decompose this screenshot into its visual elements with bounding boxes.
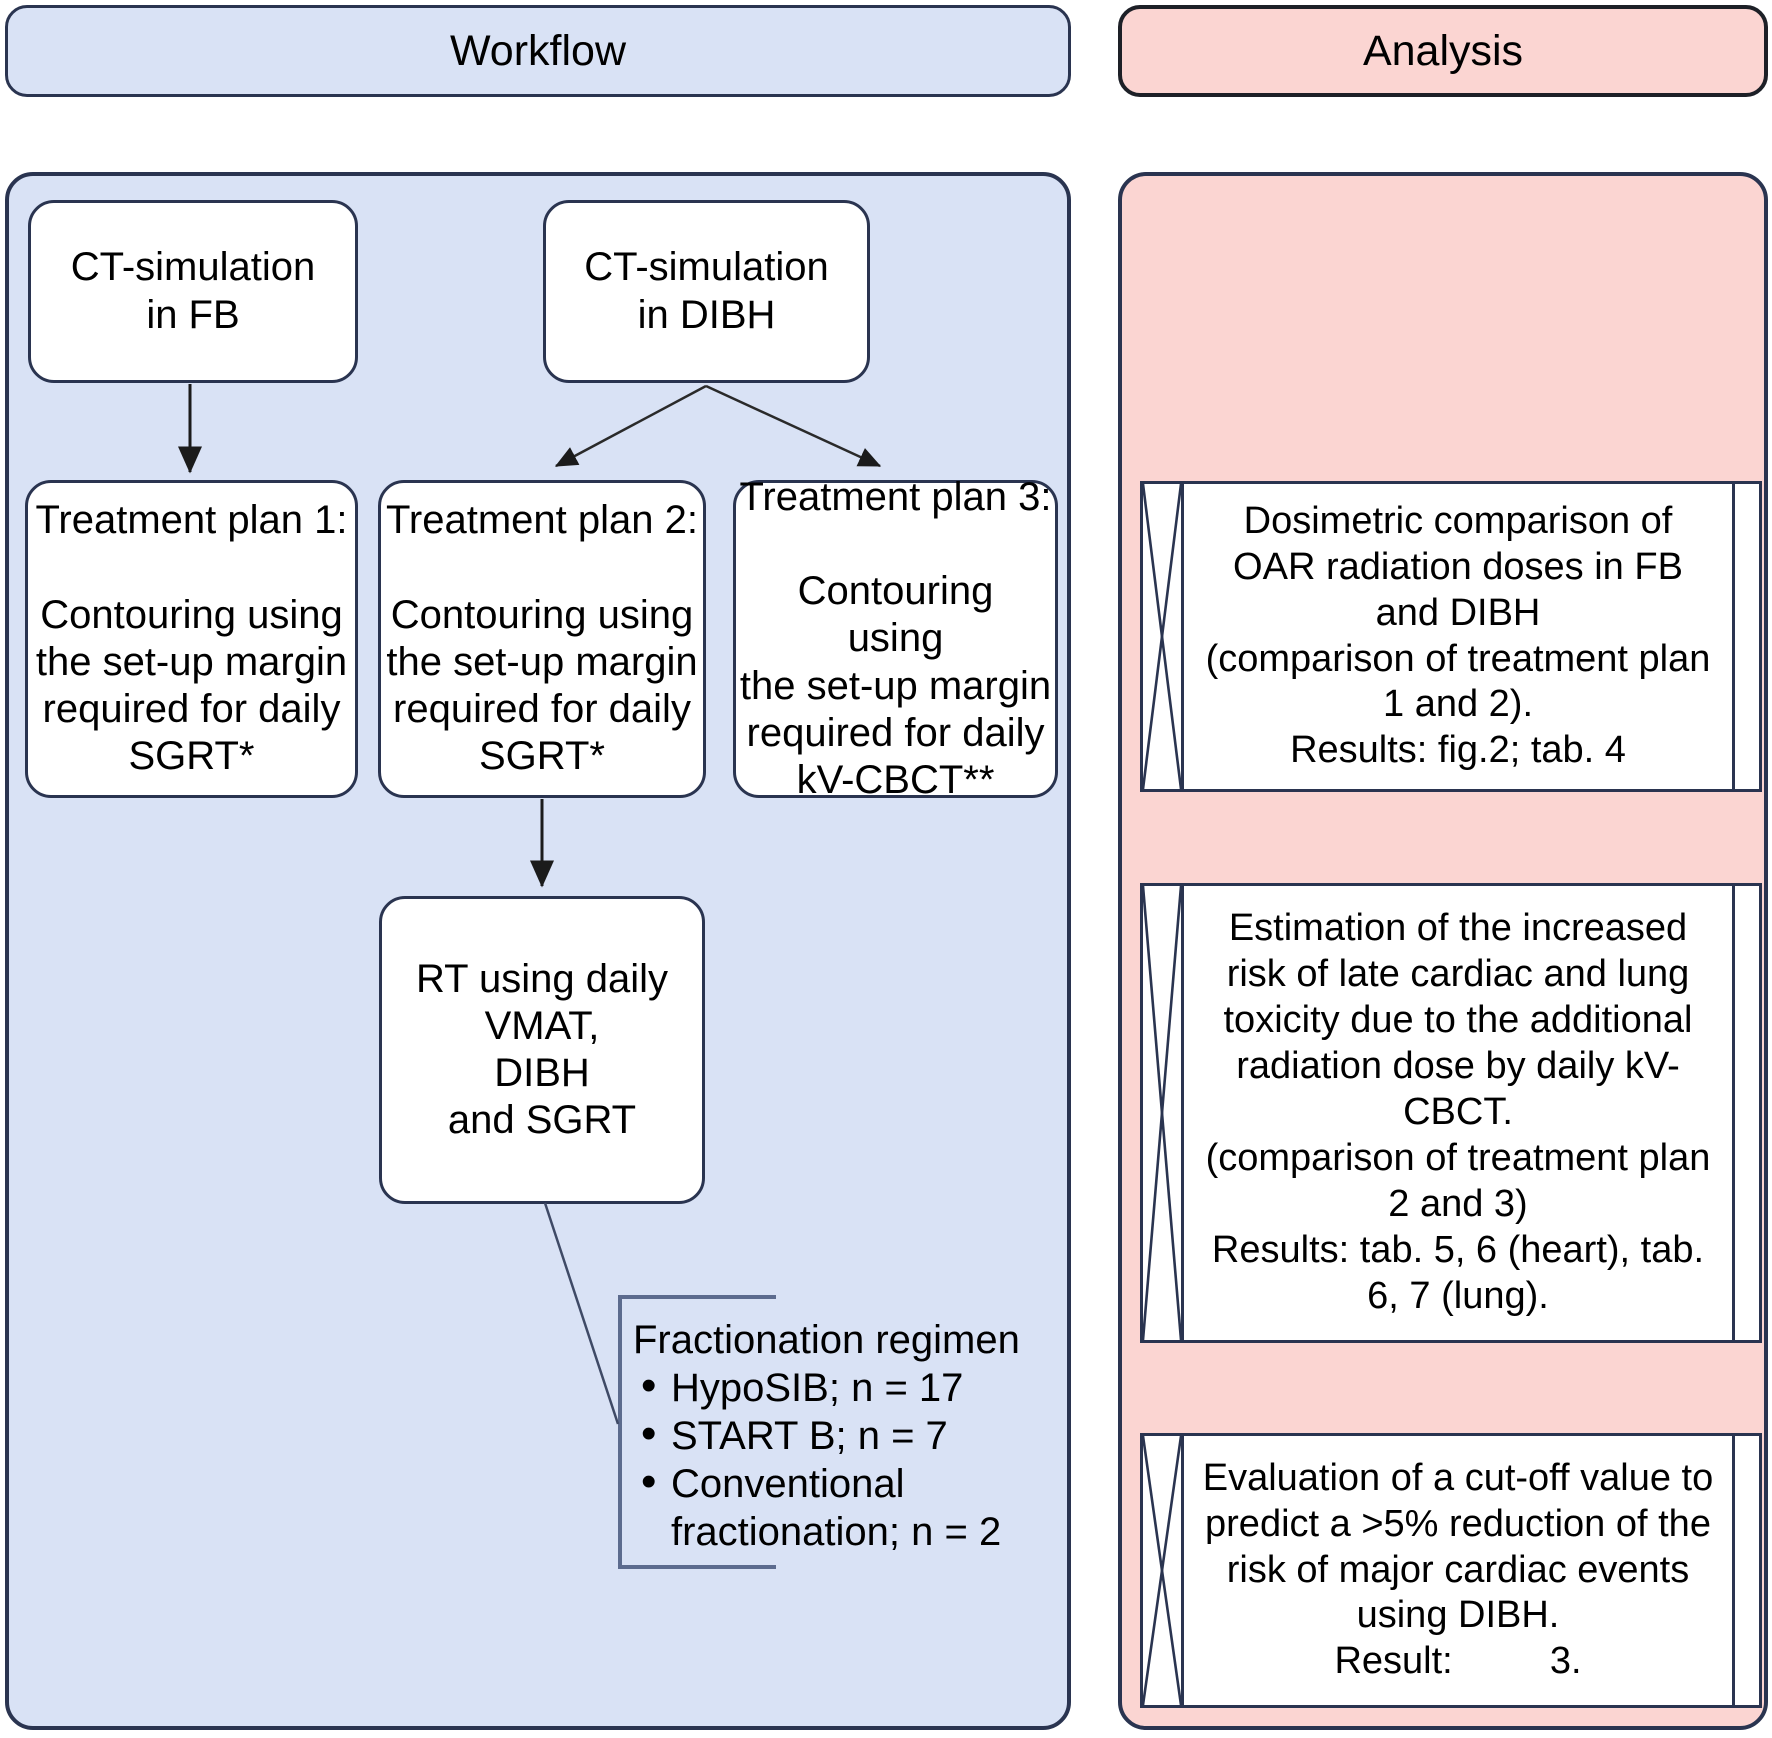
fractionation-item: Conventional fractionation; n = 2: [641, 1458, 1049, 1556]
treatment-plan-2-box: Treatment plan 2: Contouring using the s…: [378, 480, 706, 798]
x-decoration-left-band: [1143, 886, 1184, 1340]
x-cross-icon: [1143, 886, 1181, 1340]
workflow-panel: CT-simulation in FB CT-simulation in DIB…: [5, 172, 1071, 1730]
analysis-header-label: Analysis: [1362, 26, 1524, 75]
analysis-box-dosimetric-comparison: Dosimetric comparison of OAR radiation d…: [1140, 481, 1762, 792]
treatment-plan-3-box: Treatment plan 3: Contouring using the s…: [733, 475, 1058, 802]
rt-treatment-box: RT using daily VMAT, DIBH and SGRT: [379, 896, 705, 1204]
workflow-header: Workflow: [5, 5, 1071, 97]
analysis-box-3-text: Evaluation of a cut-off value to predict…: [1202, 1456, 1714, 1683]
analysis-box-1-text: Dosimetric comparison of OAR radiation d…: [1205, 499, 1711, 772]
fractionation-item: START B; n = 7: [641, 1410, 1049, 1460]
fractionation-title: Fractionation regimen: [633, 1318, 1020, 1362]
fractionation-legend: Fractionation regimen HypoSIB; n = 17 ST…: [625, 1316, 1049, 1556]
fractionation-bracket: [618, 1295, 776, 1569]
workflow-header-label: Workflow: [449, 26, 626, 75]
ct-simulation-fb-box: CT-simulation in FB: [28, 200, 358, 383]
x-decoration-left-band: [1143, 484, 1184, 789]
analysis-box-toxicity-estimation: Estimation of the increased risk of late…: [1140, 883, 1762, 1343]
right-band: [1732, 484, 1759, 789]
right-band: [1732, 1436, 1759, 1705]
x-cross-icon: [1143, 484, 1181, 789]
analysis-box-cutoff-evaluation: Evaluation of a cut-off value to predict…: [1140, 1433, 1762, 1708]
fractionation-list: HypoSIB; n = 17 START B; n = 7 Conventio…: [625, 1362, 1049, 1556]
analysis-box-2-text: Estimation of the increased risk of late…: [1205, 907, 1711, 1317]
x-decoration-left-band: [1143, 1436, 1184, 1705]
treatment-plan-1-box: Treatment plan 1: Contouring using the s…: [25, 480, 358, 798]
ct-simulation-dibh-box: CT-simulation in DIBH: [543, 200, 870, 383]
right-band: [1732, 886, 1759, 1340]
analysis-header: Analysis: [1118, 5, 1768, 97]
fractionation-item: HypoSIB; n = 17: [641, 1362, 1049, 1412]
x-cross-icon: [1143, 1436, 1181, 1705]
analysis-panel: Dosimetric comparison of OAR radiation d…: [1118, 172, 1768, 1730]
